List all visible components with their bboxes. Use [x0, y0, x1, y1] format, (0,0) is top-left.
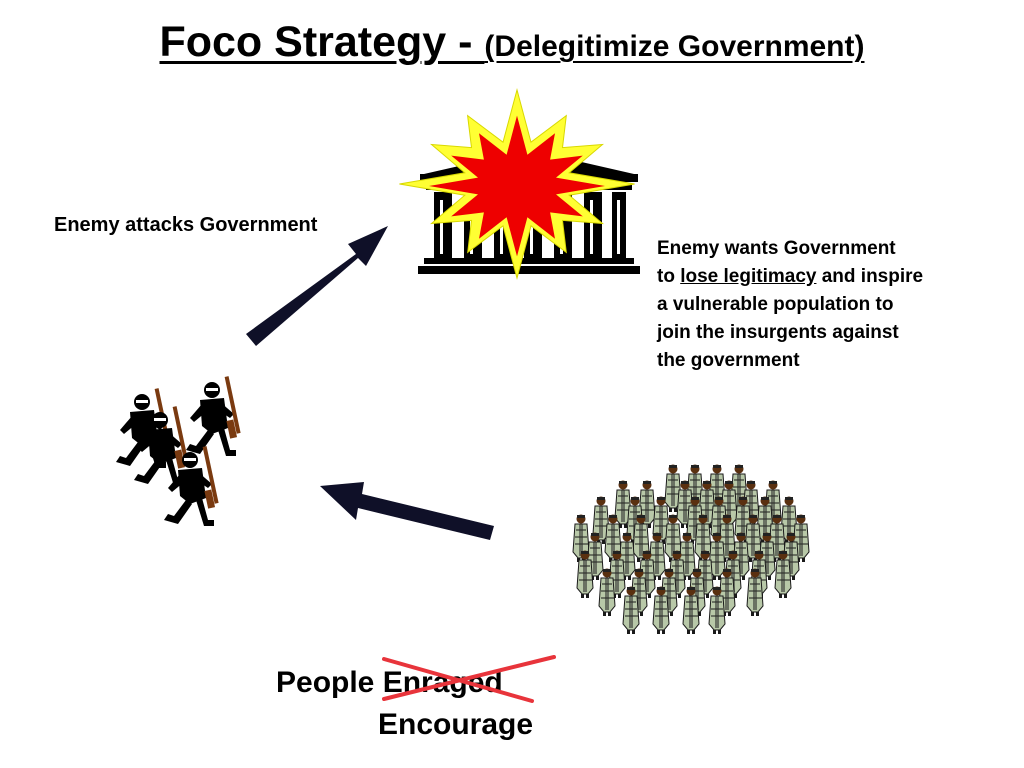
- goal-line-2-post: and inspire: [816, 266, 924, 287]
- arrow-insurgents-to-government: [246, 226, 388, 346]
- enemy-goal-text: Enemy wants Government to lose legitimac…: [657, 235, 923, 375]
- page-title: Foco Strategy - (Delegitimize Government…: [0, 18, 1024, 67]
- goal-line-1: Enemy wants Government: [657, 238, 896, 259]
- arrow-population-to-insurgents: [320, 482, 494, 540]
- goal-line-4: join the insurgents against: [657, 322, 899, 343]
- title-subtitle: (Delegitimize Government): [484, 30, 865, 63]
- goal-line-2: to lose legitimacy and inspire: [657, 263, 923, 291]
- lose-legitimacy-text: lose legitimacy: [680, 266, 817, 287]
- strikethrough-x-icon: [382, 655, 556, 703]
- encourage-label: Encourage: [378, 708, 534, 741]
- goal-line-2-pre: to: [657, 266, 681, 287]
- goal-line-3: a vulnerable population to: [657, 294, 894, 315]
- explosion-icon: [399, 87, 635, 281]
- title-main: Foco Strategy -: [159, 18, 485, 66]
- people-label: People: [276, 666, 383, 699]
- population-crowd-icon: [572, 464, 810, 635]
- enemy-attacks-label: Enemy attacks Government: [54, 214, 318, 236]
- goal-line-5: the government: [657, 350, 800, 371]
- armed-insurgents-icon: [116, 376, 241, 526]
